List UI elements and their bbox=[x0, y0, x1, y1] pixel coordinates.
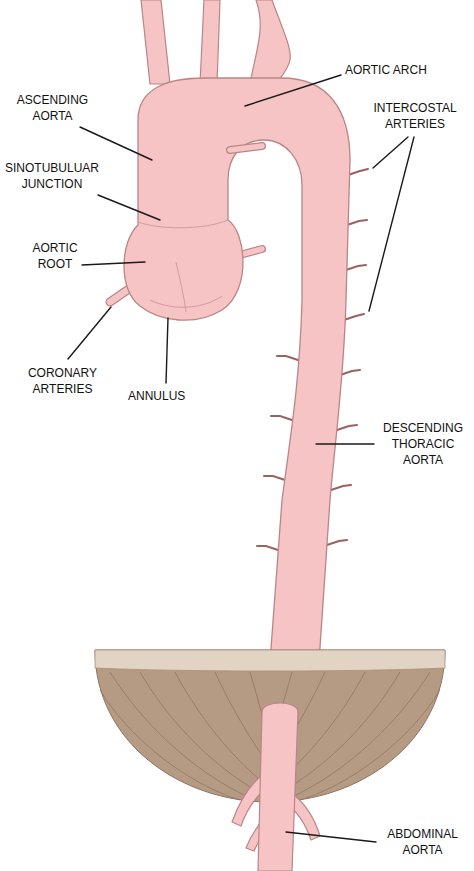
part-label: ABDOMINAL AORTA bbox=[380, 826, 465, 858]
part-label: DESCENDING THORACIC AORTA bbox=[378, 420, 468, 468]
ligament-vessel-outline bbox=[230, 146, 262, 150]
leader-line bbox=[166, 318, 168, 383]
fibre bbox=[285, 672, 400, 790]
part-label: AORTIC ARCH bbox=[345, 62, 427, 78]
diaphragm-tendon bbox=[95, 650, 445, 671]
intercostal-artery bbox=[346, 265, 366, 270]
intercostal-artery bbox=[340, 370, 360, 375]
ligament-vessel bbox=[230, 146, 262, 150]
leader-line bbox=[369, 137, 414, 311]
part-label: SINOTUBULUAR JUNCTION bbox=[2, 160, 102, 192]
leader-line bbox=[286, 832, 376, 842]
fibre bbox=[215, 672, 265, 760]
left-subclavian bbox=[250, 0, 290, 84]
leader-lines bbox=[68, 75, 414, 842]
fibre bbox=[290, 672, 430, 798]
leader-line bbox=[373, 137, 408, 168]
leader-line bbox=[245, 75, 341, 106]
intercostal-artery bbox=[327, 540, 347, 545]
part-label: AORTIC ROOT bbox=[25, 240, 85, 272]
fibre bbox=[140, 672, 255, 790]
aorta-body bbox=[124, 78, 350, 662]
abdominal-aorta bbox=[232, 703, 320, 871]
sinus-line bbox=[176, 262, 186, 312]
annulus-line bbox=[150, 296, 222, 307]
part-label: INTERCOSTAL ARTERIES bbox=[365, 100, 465, 132]
leader-line bbox=[80, 127, 152, 160]
intercostal-artery bbox=[257, 546, 278, 550]
fibre bbox=[110, 672, 250, 798]
intercostal-artery bbox=[337, 425, 357, 430]
arch-branches bbox=[141, 0, 290, 84]
intercostal-artery bbox=[264, 476, 285, 480]
leader-line bbox=[82, 262, 145, 265]
leader-line bbox=[316, 443, 374, 444]
left-common-carotid bbox=[200, 0, 220, 84]
part-label: ASCENDING AORTA bbox=[10, 92, 95, 124]
leader-line bbox=[98, 195, 160, 220]
intercostal-artery bbox=[347, 220, 367, 225]
intercostal-artery bbox=[344, 314, 364, 320]
fibre bbox=[175, 672, 260, 780]
abdominal-aorta-trunk bbox=[258, 703, 298, 871]
intercostal-artery bbox=[331, 485, 351, 490]
part-label: CORONARY ARTERIES bbox=[15, 365, 110, 397]
leader-line bbox=[68, 307, 111, 359]
brachiocephalic-trunk bbox=[141, 0, 170, 84]
intercostal-artery bbox=[348, 169, 368, 175]
fibre bbox=[100, 690, 240, 800]
intercostal-artery bbox=[277, 356, 298, 360]
part-label: ANNULUS bbox=[128, 388, 185, 404]
intercostal-artery bbox=[271, 416, 292, 420]
fibre bbox=[300, 690, 440, 800]
sinotubular-line bbox=[138, 220, 228, 228]
